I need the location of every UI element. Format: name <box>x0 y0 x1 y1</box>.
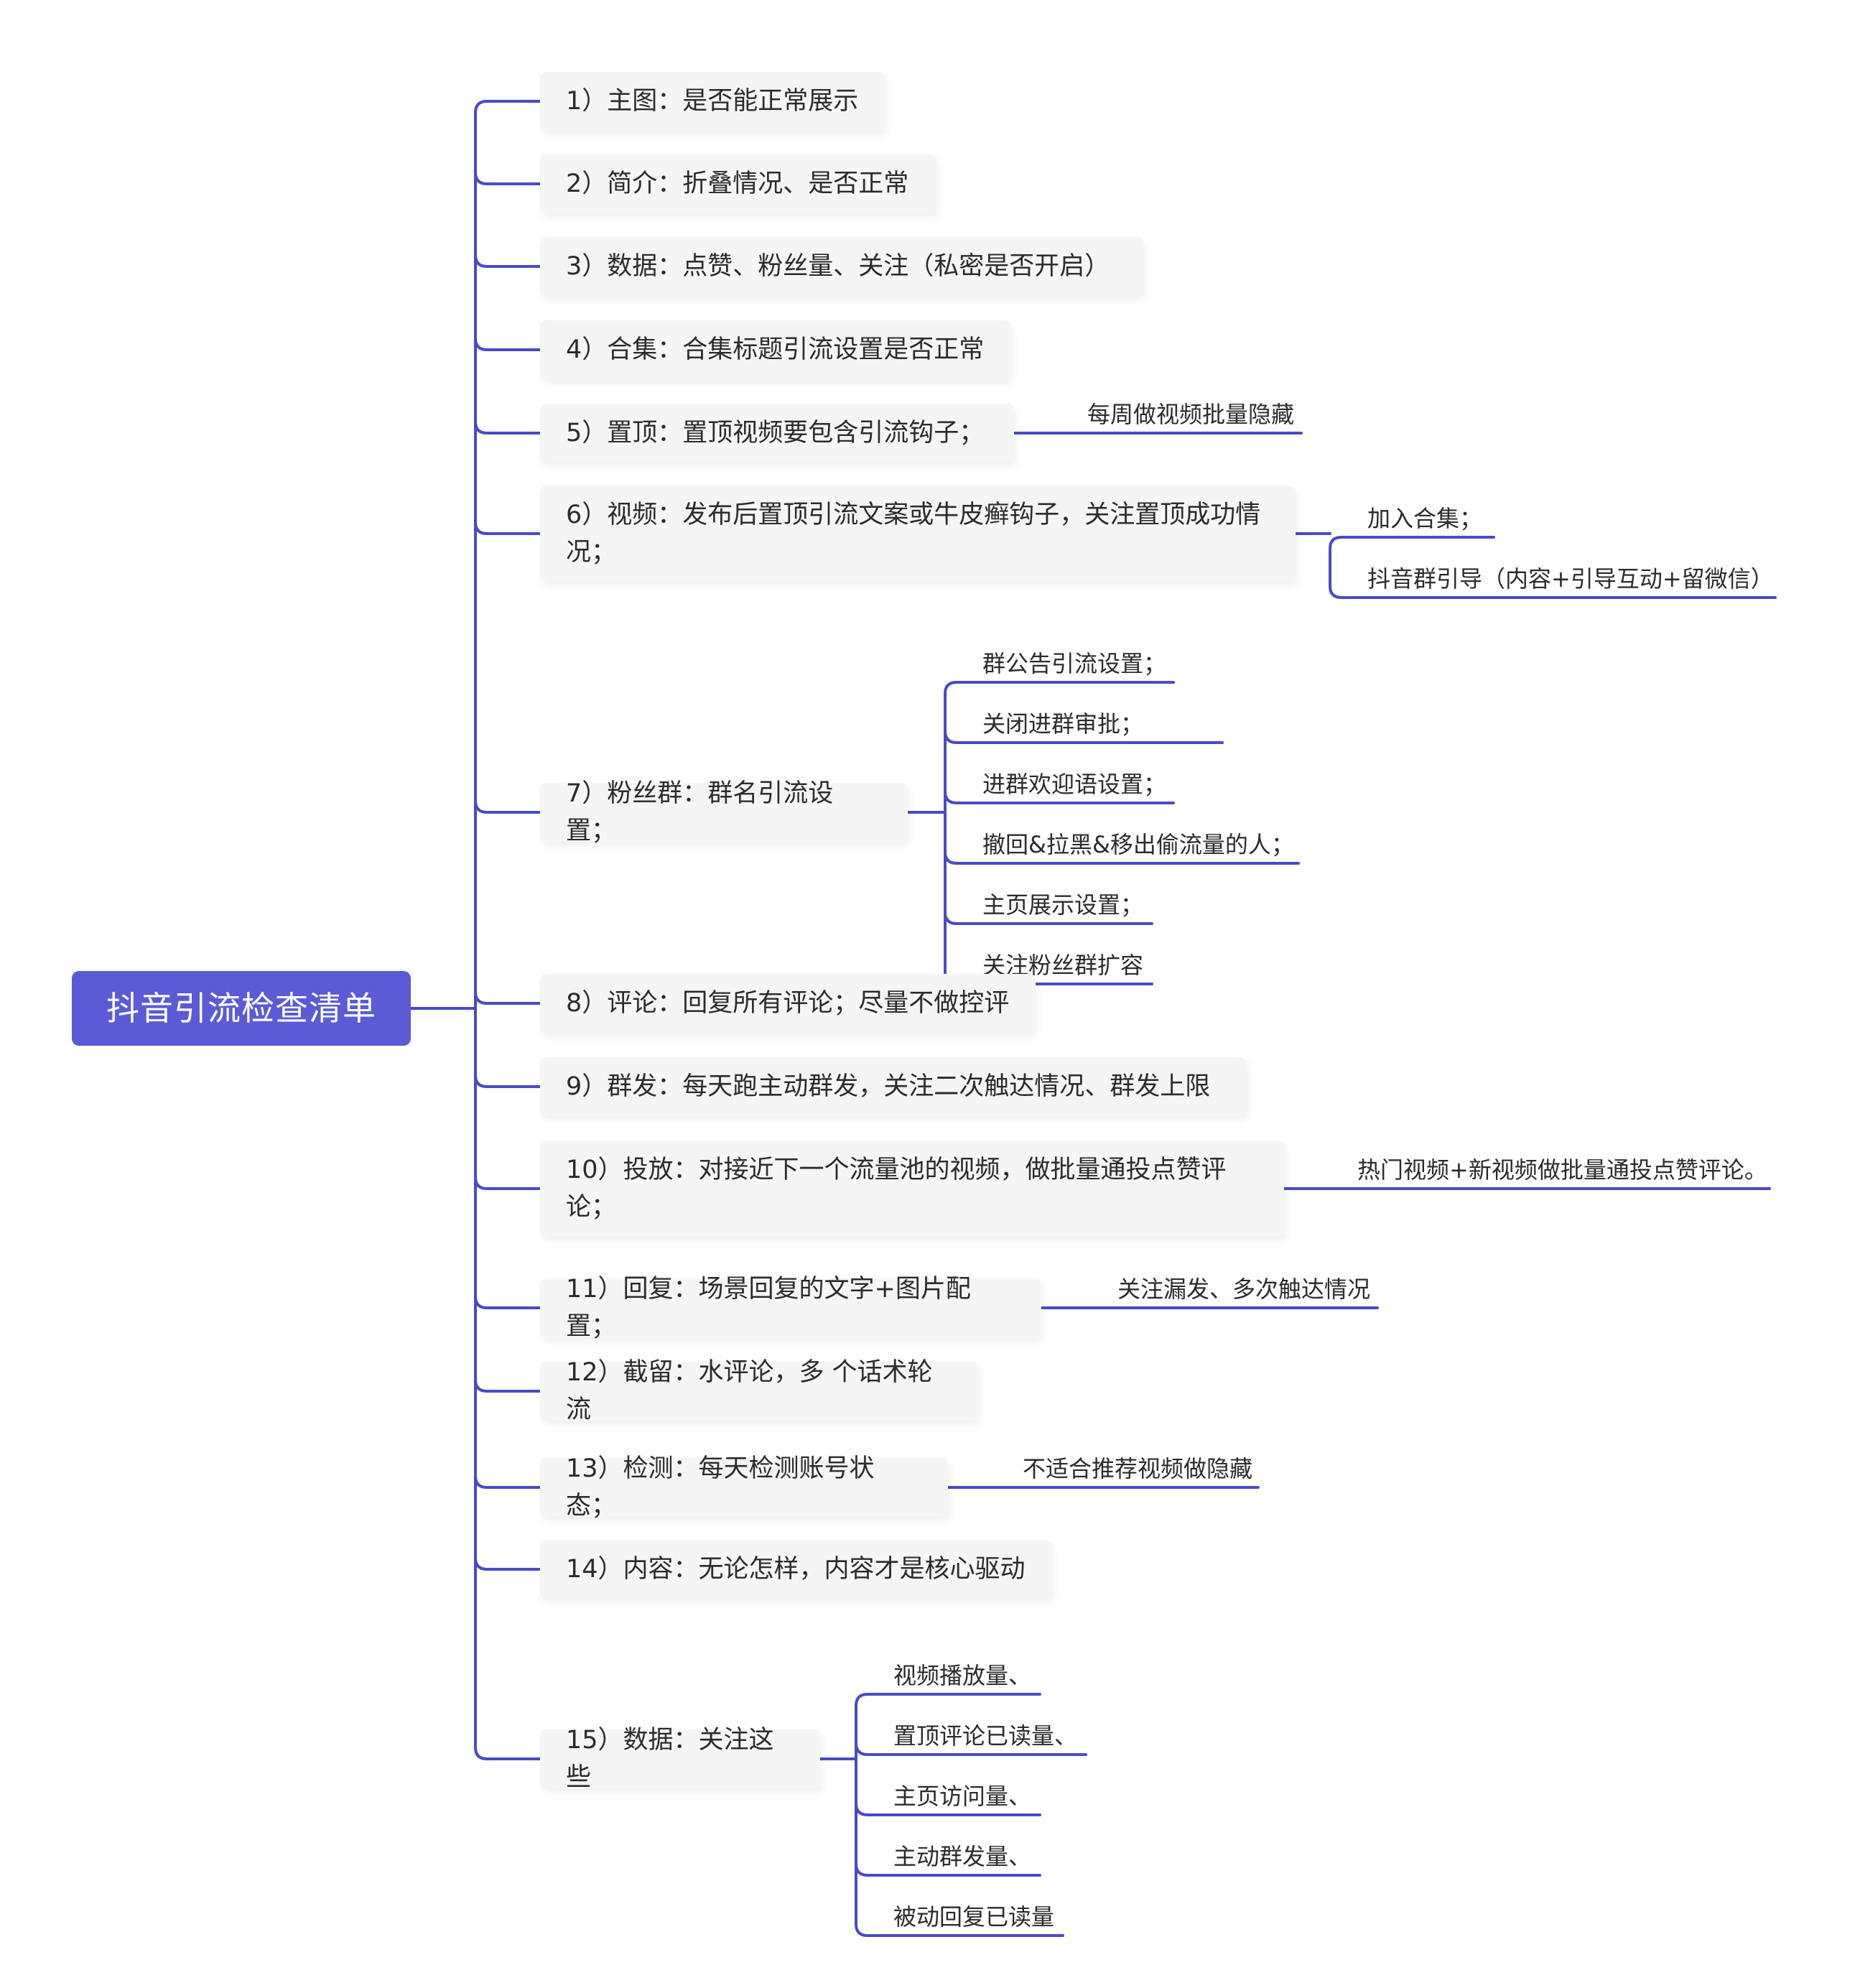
branch-connector <box>474 1074 541 1088</box>
leaf-underline <box>855 1742 1087 1756</box>
topic-node[interactable]: 7）粉丝群：群名引流设置； <box>540 779 908 845</box>
subtopic-label[interactable]: 群公告引流设置； <box>982 650 1167 677</box>
subtopic-label[interactable]: 主页访问量、 <box>893 1783 1032 1810</box>
topic-label: 14）内容：无论怎样，内容才是核心驱动 <box>566 1555 1026 1584</box>
topic-node[interactable]: 3）数据：点赞、粉丝量、关注（私密是否开启） <box>540 237 1143 296</box>
topic-node[interactable]: 14）内容：无论怎样，内容才是核心驱动 <box>540 1540 1051 1599</box>
leaf-underline <box>1329 536 1495 550</box>
subtopic-label[interactable]: 主动群发量、 <box>893 1843 1032 1870</box>
topic-node[interactable]: 8）评论：回复所有评论；尽量不做控评 <box>540 974 1036 1033</box>
branch-connector <box>474 100 541 114</box>
branch-connector <box>474 171 541 185</box>
topic-label: 13）检测：每天检测账号状态； <box>566 1454 875 1520</box>
topic-label: 4）合集：合集标题引流设置是否正常 <box>566 335 985 364</box>
subtopic-label[interactable]: 热门视频+新视频做批量通投点赞评论。 <box>1357 1156 1767 1184</box>
branch-connector <box>474 337 541 351</box>
topic-label: 6）视频：发布后置顶引流文案或牛皮癣钩子，关注置顶成功情况； <box>566 501 1261 567</box>
subtopic-label[interactable]: 置顶评论已读量、 <box>893 1722 1078 1750</box>
topic-label: 9）群发：每天跑主动群发，关注二次触达情况、群发上限 <box>566 1072 1211 1101</box>
topic-label: 2）简介：折叠情况、是否正常 <box>566 169 909 198</box>
topic-label: 11）回复：场景回复的文字+图片配置； <box>566 1275 971 1341</box>
topic-node[interactable]: 1）主图：是否能正常展示 <box>540 72 885 131</box>
subtopic-label[interactable]: 关注漏发、多次触达情况 <box>1117 1276 1371 1303</box>
subtopic-label[interactable]: 加入合集； <box>1367 505 1483 532</box>
topic-node[interactable]: 13）检测：每天检测账号状态； <box>540 1454 948 1520</box>
subtopic-label[interactable]: 每周做视频批量隐藏 <box>1087 401 1295 428</box>
topic-label: 5）置顶：置顶视频要包含引流钩子； <box>566 419 985 447</box>
branch-connector <box>474 799 541 814</box>
leaf-underline <box>855 1923 1064 1937</box>
topic-node[interactable]: 2）简介：折叠情况、是否正常 <box>540 154 936 213</box>
topic-node[interactable]: 5）置顶：置顶视频要包含引流钩子； <box>540 404 1014 463</box>
branch-connector <box>474 1378 541 1393</box>
topic-label: 3）数据：点赞、粉丝量、关注（私密是否开启） <box>566 252 1110 281</box>
topic-node[interactable]: 10）投放：对接近下一个流量池的视频，做批量通投点赞评论； <box>540 1141 1284 1237</box>
branch-connector <box>474 420 541 435</box>
root-topic[interactable]: 抖音引流检查清单 <box>72 971 411 1046</box>
leaf-underline <box>944 730 1224 744</box>
branch-connector <box>474 990 541 1005</box>
topic-node[interactable]: 12）截留：水评论，多 个话术轮流 <box>540 1358 978 1424</box>
subtopic-label[interactable]: 关闭进群审批； <box>982 710 1144 738</box>
topic-node[interactable]: 11）回复：场景回复的文字+图片配置； <box>540 1275 1041 1341</box>
topic-label: 12）截留：水评论，多 个话术轮流 <box>566 1358 933 1424</box>
leaf-underline <box>855 1862 1041 1877</box>
subtopic-label[interactable]: 主页展示设置； <box>982 891 1144 919</box>
subtopic-label[interactable]: 撤回&拉黑&移出偷流量的人； <box>982 831 1294 858</box>
branch-connector <box>474 1746 541 1760</box>
branch-connector <box>474 1295 541 1309</box>
topic-label: 15）数据：关注这些 <box>566 1726 774 1792</box>
leaf-underline <box>944 681 1175 695</box>
leaf-underline <box>944 850 1300 865</box>
branch-connector <box>474 254 541 268</box>
leaf-underline <box>855 1693 1041 1707</box>
subtopic-label[interactable]: 进群欢迎语设置； <box>982 771 1167 798</box>
branch-connector <box>474 1474 541 1489</box>
leaf-underline <box>944 790 1175 804</box>
subtopic-label[interactable]: 抖音群引导（内容+引导互动+留微信） <box>1367 565 1774 593</box>
branch-connector <box>474 521 541 535</box>
leaf-underline <box>1329 585 1777 599</box>
topic-label: 10）投放：对接近下一个流量池的视频，做批量通投点赞评论； <box>566 1156 1227 1222</box>
topic-label: 8）评论：回复所有评论；尽量不做控评 <box>566 989 1010 1018</box>
branch-connector <box>474 1176 541 1190</box>
topic-node[interactable]: 9）群发：每天跑主动群发，关注二次触达情况、群发上限 <box>540 1057 1247 1116</box>
topic-node[interactable]: 15）数据：关注这些 <box>540 1726 820 1792</box>
subtopic-label[interactable]: 视频播放量、 <box>893 1662 1032 1689</box>
topic-label: 7）粉丝群：群名引流设置； <box>566 779 834 845</box>
branch-connector <box>474 1556 541 1571</box>
topic-node[interactable]: 4）合集：合集标题引流设置是否正常 <box>540 320 1011 379</box>
leaf-underline <box>855 1802 1041 1816</box>
topic-node[interactable]: 6）视频：发布后置顶引流文案或牛皮癣钩子，关注置顶成功情况； <box>540 486 1296 582</box>
leaf-underline <box>944 911 1153 925</box>
subtopic-label[interactable]: 不适合推荐视频做隐藏 <box>1023 1455 1253 1482</box>
subtopic-label[interactable]: 被动回复已读量 <box>893 1903 1055 1931</box>
topic-label: 1）主图：是否能正常展示 <box>566 87 859 116</box>
